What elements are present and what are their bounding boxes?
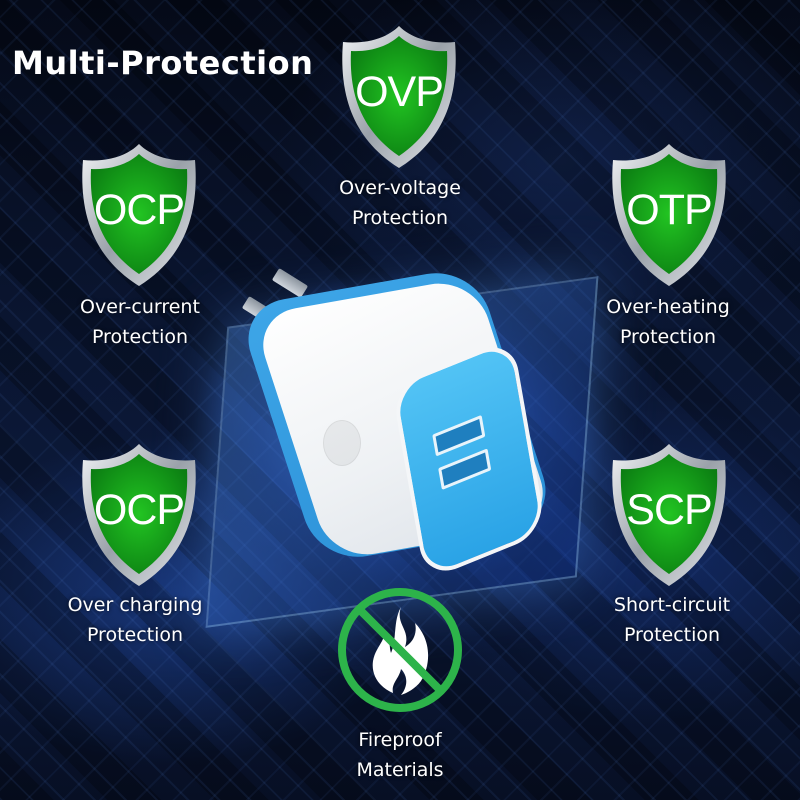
shield-icon [82, 144, 196, 286]
usb-port-icon [432, 414, 486, 457]
badge-ocp-current: OCP [64, 140, 214, 290]
badge-code: OCP [93, 186, 185, 234]
badge-code: OCP [93, 486, 185, 534]
feature-label-ovp: Over-voltage Protection [290, 173, 510, 233]
usb-wall-charger-image [235, 265, 559, 582]
feature-label-fireproof: Fireproof Materials [290, 725, 510, 785]
label-line2: Protection [91, 326, 189, 348]
badge-otp: OTP [594, 140, 744, 290]
no-fire-icon [338, 588, 462, 712]
label-line2: Protection [351, 207, 449, 229]
feature-label-ocp-current: Over-current Protection [30, 292, 250, 352]
shield-icon [612, 144, 726, 286]
usb-port-icon [438, 448, 492, 490]
feature-label-otp: Over-heating Protection [558, 292, 778, 352]
badge-code: SCP [626, 486, 712, 534]
feature-label-ocp-charging: Over charging Protection [25, 590, 245, 650]
badge-ovp: OVP [324, 22, 474, 172]
label-line2: Materials [356, 759, 444, 781]
charger-side-indent [323, 420, 361, 466]
shield-icon [82, 444, 196, 586]
label-line1: Over-current [80, 296, 200, 318]
badge-code: OTP [626, 186, 712, 234]
badge-ocp-charging: OCP [64, 440, 214, 590]
shield-icon [612, 444, 726, 586]
label-line2: Protection [86, 624, 184, 646]
shield-icon [342, 26, 456, 168]
label-line1: Fireproof [358, 729, 442, 751]
label-line2: Protection [623, 624, 721, 646]
feature-label-scp: Short-circuit Protection [562, 590, 782, 650]
plug-prong [271, 268, 309, 298]
label-line1: Over charging [67, 594, 203, 616]
label-line1: Over-heating [606, 296, 730, 318]
badge-scp: SCP [594, 440, 744, 590]
page-title: Multi-Protection [12, 44, 314, 82]
label-line1: Short-circuit [613, 594, 731, 616]
label-line1: Over-voltage [339, 177, 461, 199]
badge-code: OVP [355, 68, 444, 116]
label-line2: Protection [619, 326, 717, 348]
